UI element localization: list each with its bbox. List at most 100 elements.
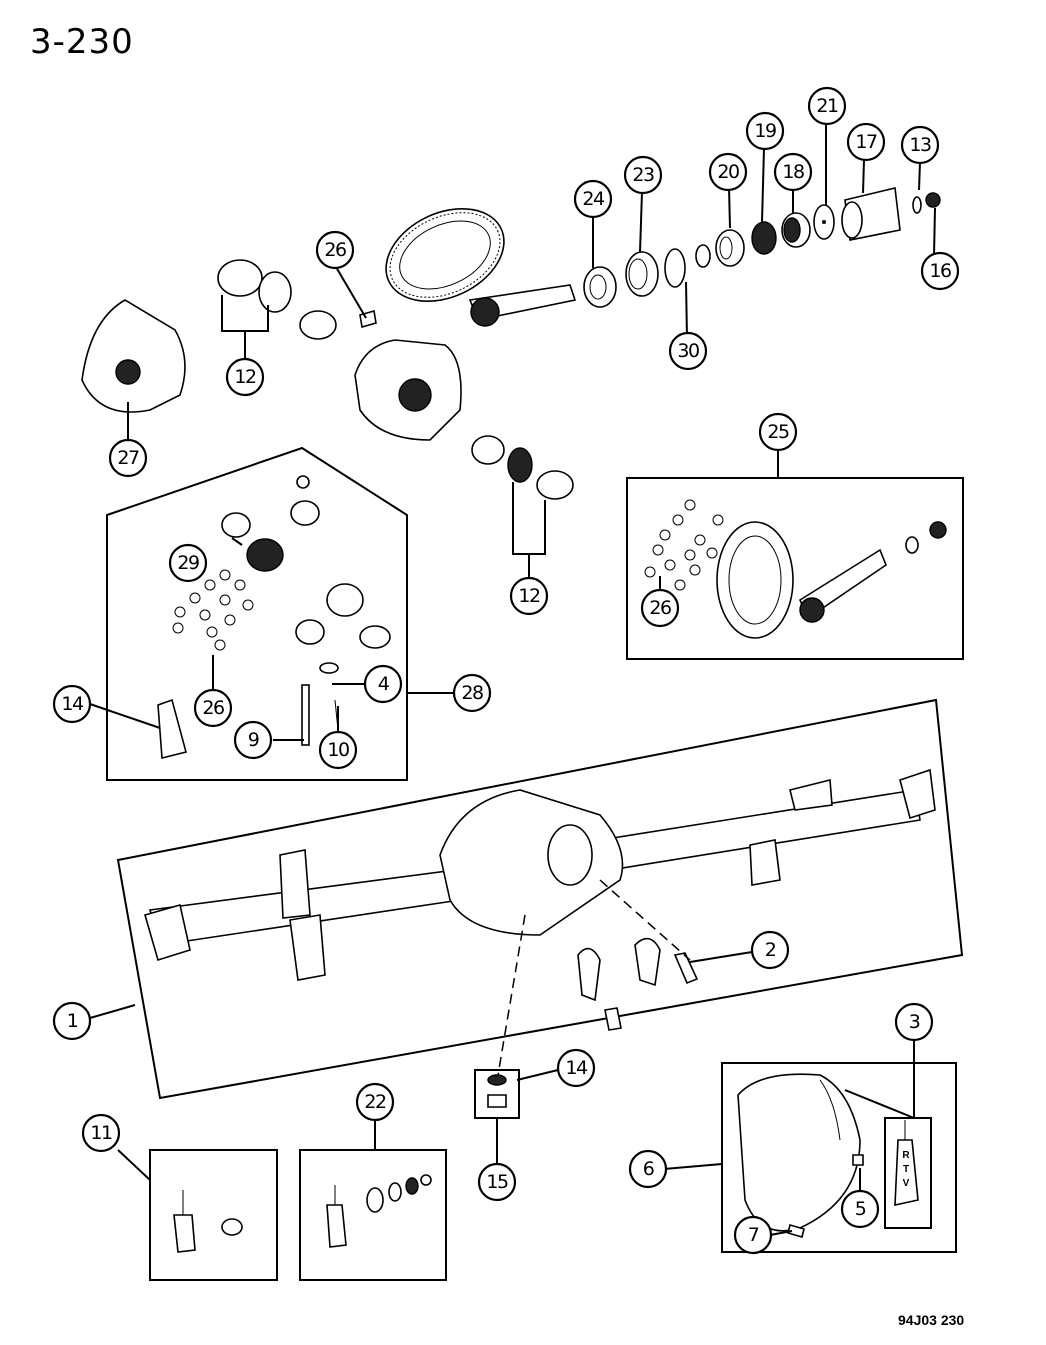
callout-2: 2 <box>750 930 790 970</box>
callout-24: 24 <box>573 179 613 219</box>
callout-17: 17 <box>846 122 886 162</box>
callout-22: 22 <box>355 1082 395 1122</box>
svg-text:24: 24 <box>582 188 605 210</box>
collapsible-spacer <box>695 244 711 268</box>
svg-text:14: 14 <box>565 1057 588 1079</box>
callout-21: 21 <box>807 86 847 126</box>
washer-21 <box>813 204 835 240</box>
svg-text:13: 13 <box>909 134 931 156</box>
differential-gear-kit-box <box>106 446 408 781</box>
figure-code: 94J03 230 <box>898 1312 965 1328</box>
differential-carrier <box>354 339 462 441</box>
callout-19: 19 <box>745 111 785 151</box>
rtv-tube-box <box>884 1117 932 1229</box>
callout-11: 11 <box>81 1113 121 1153</box>
callout-13: 13 <box>900 125 940 165</box>
svg-text:10: 10 <box>327 739 349 761</box>
shim-30 <box>664 248 686 288</box>
side-bearing-cup-left <box>217 259 292 313</box>
svg-text:15: 15 <box>486 1171 508 1193</box>
svg-text:2: 2 <box>765 939 776 961</box>
leader-lines <box>89 123 936 1236</box>
svg-text:26: 26 <box>324 239 346 261</box>
bolt-set-diff <box>172 569 254 651</box>
svg-text:7: 7 <box>748 1224 759 1246</box>
callout-3: 3 <box>894 1002 934 1042</box>
callout-12-top: 12 <box>225 357 265 397</box>
svg-text:9: 9 <box>248 729 259 751</box>
pinion-yoke-17 <box>841 187 901 241</box>
side-bearing-right <box>471 435 574 500</box>
svg-text:12: 12 <box>518 585 540 607</box>
callout-23: 23 <box>623 155 663 195</box>
shim <box>299 310 337 340</box>
bolt-set-kit <box>644 499 724 591</box>
callout-1: 1 <box>52 1001 92 1041</box>
bearing-kit-22-parts <box>366 1174 432 1213</box>
callout-12-right: 12 <box>509 576 549 616</box>
sealant-tube-22 <box>326 1185 347 1248</box>
svg-text:6: 6 <box>643 1158 654 1180</box>
svg-text:12: 12 <box>234 366 256 388</box>
bearing-cup-20 <box>715 229 745 267</box>
nut-16 <box>925 192 941 208</box>
callout-30: 30 <box>668 331 708 371</box>
svg-text:4: 4 <box>378 673 390 695</box>
callout-7: 7 <box>733 1215 773 1255</box>
callout-18: 18 <box>773 152 813 192</box>
bearing-kit-box-22 <box>299 1149 447 1281</box>
svg-text:21: 21 <box>816 95 838 117</box>
bearing-cup-23 <box>625 251 659 297</box>
svg-text:29: 29 <box>177 552 199 574</box>
svg-text:22: 22 <box>364 1091 386 1113</box>
differential-cover <box>737 1073 861 1232</box>
callout-16: 16 <box>920 251 960 291</box>
cover-bolt-7 <box>787 1224 805 1238</box>
svg-text:26: 26 <box>202 697 224 719</box>
callout-26-diff: 26 <box>193 688 233 728</box>
pinion-gear-shaft <box>468 284 577 327</box>
svg-text:23: 23 <box>632 164 654 186</box>
ring-gear <box>385 207 505 303</box>
fill-plug-parts <box>487 1074 507 1108</box>
ring-pinion-kit-box <box>626 477 964 660</box>
fill-plug-5 <box>852 1154 864 1166</box>
cover-kit-box <box>721 1062 957 1253</box>
svg-text:14: 14 <box>61 693 84 715</box>
svg-text:T: T <box>903 1164 909 1175</box>
svg-text:28: 28 <box>461 682 483 704</box>
callout-28: 28 <box>452 673 492 713</box>
washer-13 <box>912 196 922 214</box>
svg-text:26: 26 <box>649 597 671 619</box>
callout-9: 9 <box>233 720 273 760</box>
svg-text:5: 5 <box>855 1198 866 1220</box>
svg-text:1: 1 <box>67 1010 78 1032</box>
rtv-tube: R T V <box>894 1120 919 1207</box>
callout-4: 4 <box>363 664 403 704</box>
svg-text:18: 18 <box>782 161 804 183</box>
drain-plug-leader <box>497 914 526 1076</box>
callout-29: 29 <box>168 543 208 583</box>
callout-25: 25 <box>758 412 798 452</box>
differential-case-27 <box>81 299 186 413</box>
sealant-tube-11 <box>173 1190 196 1253</box>
bearing-caps <box>577 937 699 1031</box>
bearing-19 <box>751 221 777 255</box>
ring-pinion-kit-parts <box>716 521 947 639</box>
bearing-18 <box>781 212 811 248</box>
callout-14-left: 14 <box>52 684 92 724</box>
callout-26-top: 26 <box>315 230 355 270</box>
axle-housing-box <box>116 698 964 1100</box>
bearing-24 <box>583 266 617 308</box>
callout-26-kit: 26 <box>640 588 680 628</box>
sealant-kit-box-11 <box>149 1149 278 1281</box>
callout-14-bottom: 14 <box>556 1048 596 1088</box>
svg-text:30: 30 <box>677 340 699 362</box>
differential-gears <box>157 475 391 760</box>
svg-text:27: 27 <box>117 447 139 469</box>
svg-text:16: 16 <box>929 260 951 282</box>
svg-text:17: 17 <box>855 131 877 153</box>
callout-5: 5 <box>840 1189 880 1229</box>
axle-housing <box>144 768 936 981</box>
